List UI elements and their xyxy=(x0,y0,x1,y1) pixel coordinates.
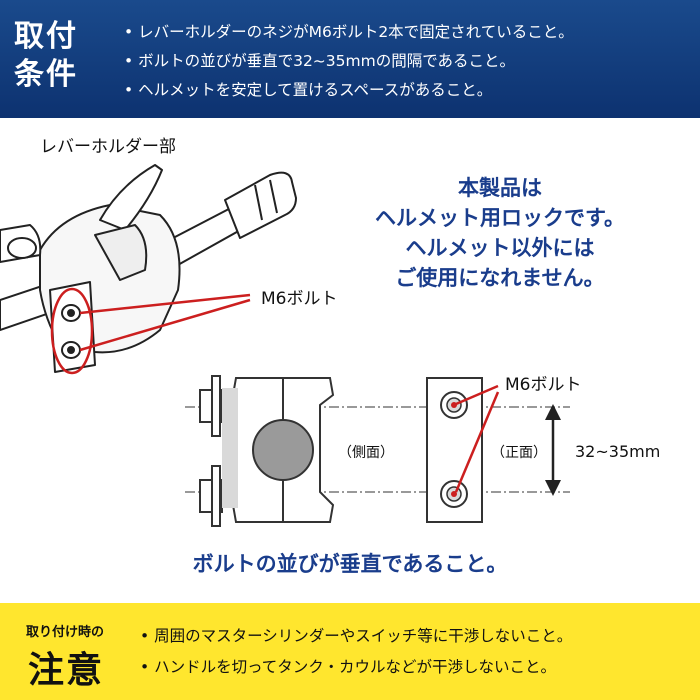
caution-list: 周囲のマスターシリンダーやスイッチ等に干渉しないこと。 ハンドルを切ってタンク・… xyxy=(140,621,572,683)
tag-line-2: 条件 xyxy=(14,57,78,92)
mounting-conditions-header: 取付 条件 レバーホルダーのネジがM6ボルト2本で固定されていること。 ボルトの… xyxy=(0,0,700,118)
caution-item: ハンドルを切ってタンク・カウルなどが干渉しないこと。 xyxy=(140,652,572,683)
m6-bolt-label-front-view: M6ボルト xyxy=(505,375,582,395)
drawing-bolt-heads xyxy=(61,304,81,359)
notice-line: ヘルメット用ロックです。 xyxy=(375,206,625,230)
side-view-drawing xyxy=(185,375,570,527)
caution-small-label: 取り付け時の xyxy=(26,625,105,640)
m6-bolt-label-drawing: M6ボルト xyxy=(261,289,338,309)
usage-notice: 本製品は ヘルメット用ロックです。 ヘルメット以外には ご使用になれません。 xyxy=(335,173,665,293)
lever-holder-label: レバーホルダー部 xyxy=(40,137,176,157)
conditions-list: レバーホルダーのネジがM6ボルト2本で固定されていること。 ボルトの並びが垂直で… xyxy=(124,18,574,105)
vertical-alignment-note: ボルトの並びが垂直であること。 xyxy=(192,552,508,576)
bolt-highlight xyxy=(50,287,251,375)
notice-line: ご使用になれません。 xyxy=(395,266,605,290)
notice-line: 本製品は xyxy=(458,176,542,200)
notice-line: ヘルメット以外には xyxy=(405,236,595,260)
tag-line-1: 取付 xyxy=(14,19,78,54)
front-bolt-leaders xyxy=(454,384,500,493)
caution-item: 周囲のマスターシリンダーやスイッチ等に干渉しないこと。 xyxy=(140,621,572,652)
condition-item: レバーホルダーのネジがM6ボルト2本で固定されていること。 xyxy=(124,18,574,47)
front-view-drawing xyxy=(426,377,483,523)
condition-item: ボルトの並びが垂直で32~35mmの間隔であること。 xyxy=(124,47,574,76)
spacing-dimension-arrow xyxy=(545,404,561,496)
spacing-dimension-label: 32~35mm xyxy=(575,442,661,461)
front-view-label: （正面） xyxy=(491,445,547,461)
side-view-label: （側面） xyxy=(338,445,394,461)
condition-item: ヘルメットを安定して置けるスペースがあること。 xyxy=(124,76,574,105)
mounting-conditions-tag: 取付 条件 xyxy=(14,18,110,94)
caution-big-label: 注意 xyxy=(28,650,105,691)
installation-caution-footer: 取り付け時の 注意 周囲のマスターシリンダーやスイッチ等に干渉しないこと。 ハン… xyxy=(0,603,700,700)
handlebar-drawing xyxy=(0,164,297,373)
